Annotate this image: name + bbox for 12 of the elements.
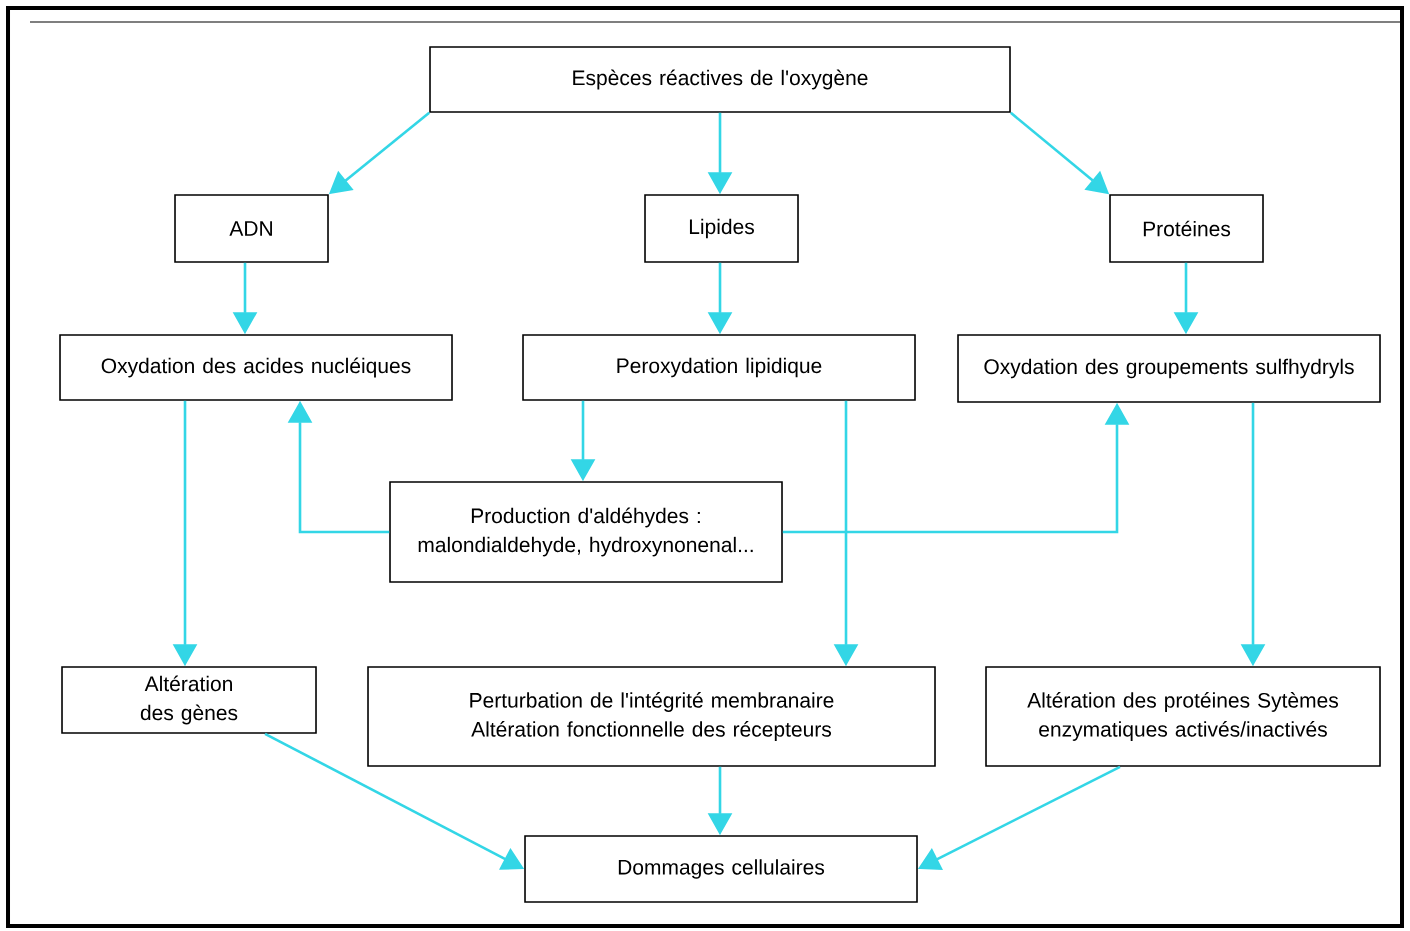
process-box: ADN xyxy=(174,194,329,263)
process-box: Protéines xyxy=(1109,194,1264,263)
process-box: Espèces réactives de l'oxygène xyxy=(429,46,1011,113)
process-box: Peroxydation lipidique xyxy=(522,334,916,401)
process-box: Production d'aldéhydes : malondialdehyde, hydroxynonenal... xyxy=(389,481,783,583)
process-box: Oxydation des acides nucléiques xyxy=(59,334,453,401)
process-box: Dommages cellulaires xyxy=(524,835,918,903)
process-box: Oxydation des groupements sulfhydryls xyxy=(957,334,1381,403)
process-box: Perturbation de l'intégrité membranaire Altération fonctionnelle des récepteurs xyxy=(367,666,936,767)
process-box: Altération des gènes xyxy=(61,666,317,734)
process-box: Lipides xyxy=(644,194,799,263)
process-box: Altération des protéines Sytèmes enzymatiques activés/inactivés xyxy=(985,666,1381,767)
